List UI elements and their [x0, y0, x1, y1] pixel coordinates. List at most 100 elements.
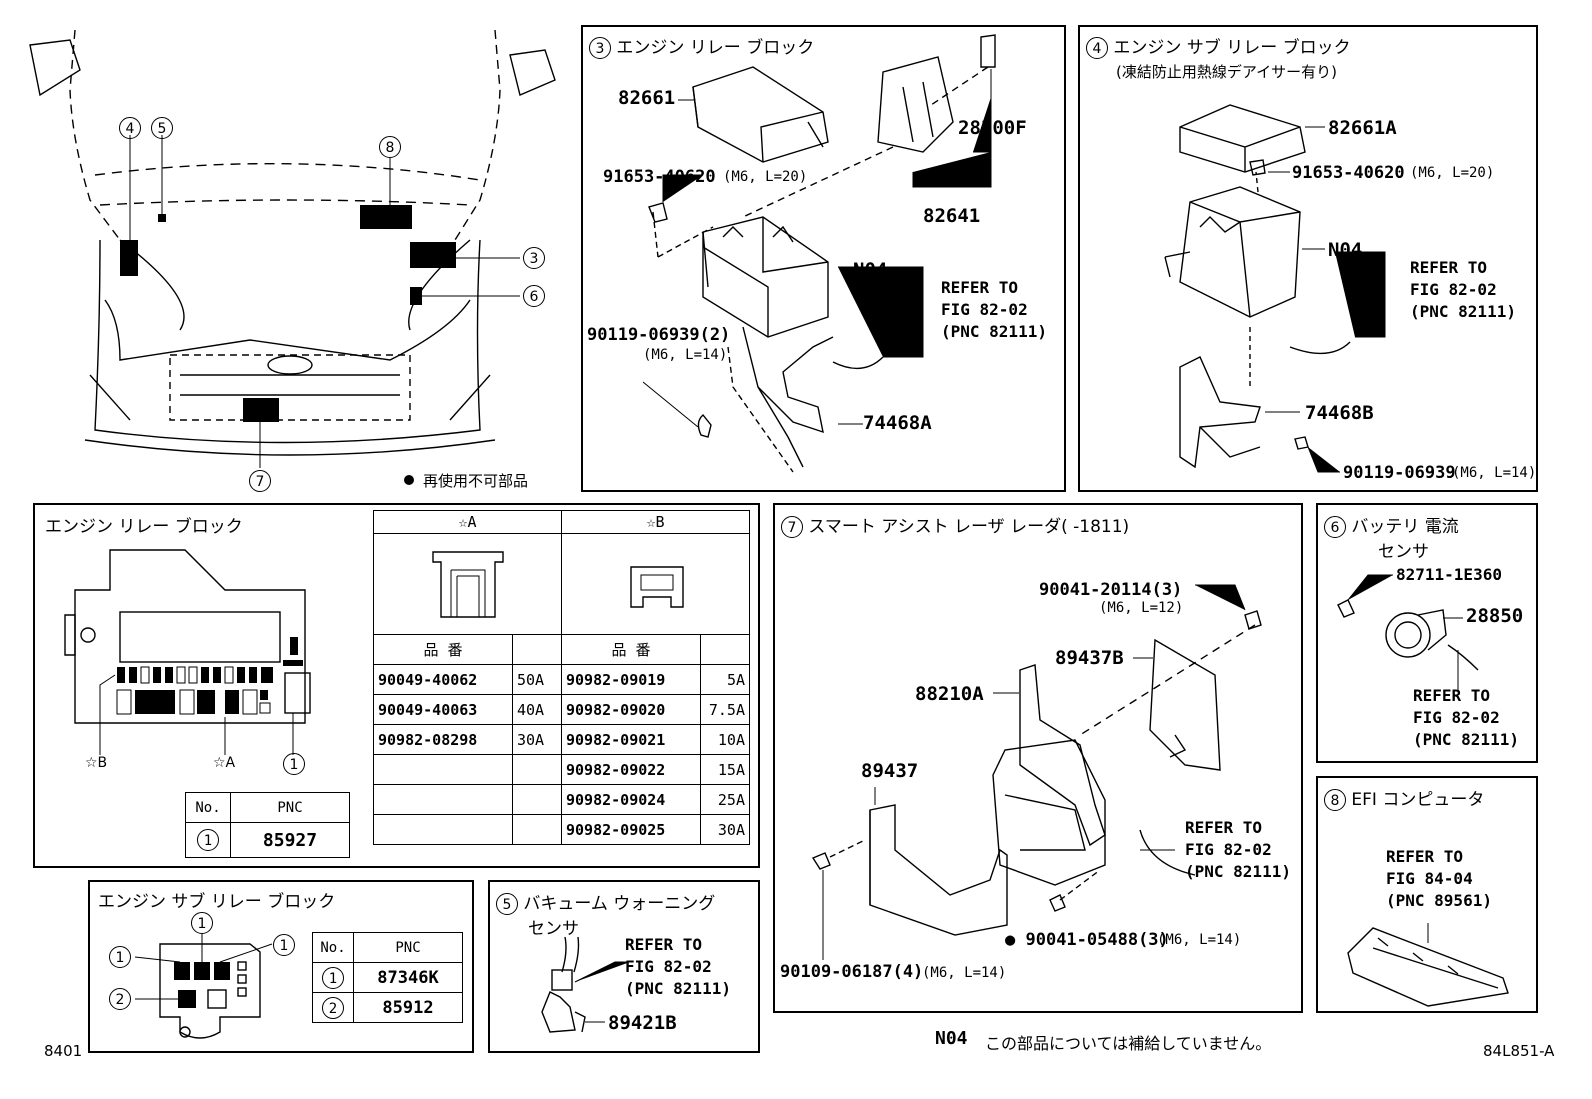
part-74468B: 74468B: [1305, 402, 1374, 424]
bolt-91653-spec: (M6, L=20): [723, 169, 808, 185]
part-82641: 82641: [923, 205, 981, 227]
bolt-90041-05488: ● 90041-05488(3): [1005, 930, 1169, 950]
marker-1: 1: [283, 753, 305, 775]
part-82661A: 82661A: [1328, 117, 1397, 139]
callout-8: 8: [379, 136, 401, 158]
callout-3: 3: [523, 247, 545, 269]
battery-sensor-drawing: [1337, 574, 1479, 690]
callout-6: 6: [523, 285, 545, 307]
bolt-90119: 90119-06939(2): [587, 325, 731, 345]
non-reusable-legend: 再使用不可部品: [423, 472, 529, 490]
panel-title: エンジン リレー ブロック: [616, 38, 815, 58]
panel-number: 3: [589, 37, 611, 59]
marker-1-left: 1: [109, 946, 131, 968]
panel-title-2: センサ: [1378, 542, 1429, 562]
callout-4: 4: [119, 117, 141, 139]
radar-drawing: [811, 584, 1262, 960]
footer-page-code: 8401: [44, 1042, 83, 1060]
col-star-a: ☆A: [373, 510, 562, 534]
col-star-b: ☆B: [561, 510, 750, 534]
panel-engine-sub-relay-block: 4 エンジン サブ リレー ブロック (凍結防止用熱線デアイサー有り): [1078, 25, 1538, 492]
bolt-90119-spec: (M6, L=14): [643, 347, 728, 363]
panel-title: スマート アシスト レーザ レーダ( -1811): [808, 517, 1130, 537]
bolt-91653: 91653-40620: [603, 167, 716, 187]
marker-star-a: ☆A: [213, 755, 236, 771]
part-N04: N04: [1328, 239, 1363, 261]
panel-number: 5: [496, 893, 518, 915]
panel-title: EFI コンピュータ: [1351, 790, 1485, 810]
panel-number: 8: [1324, 789, 1346, 811]
panel-engine-relay-block: 3 エンジン リレー ブロック: [581, 25, 1066, 492]
panel-title: バキューム ウォーニング: [523, 894, 716, 914]
panel-title: エンジン サブ リレー ブロック: [1113, 38, 1351, 58]
panel-number: 6: [1324, 516, 1346, 538]
bolt-91653: 91653-40620: [1292, 163, 1405, 183]
panel-battery-sensor: 6 バッテリ 電流 センサ 82711-1E360 28850 REFER TO…: [1316, 503, 1538, 763]
panel-relay-fuse-table: エンジン リレー ブロック: [33, 503, 760, 868]
panel-smart-assist-radar: 7 スマート アシスト レーザ レーダ( -1811): [773, 503, 1303, 1013]
fuse-a-image: [373, 533, 562, 635]
part-74468A: 74468A: [863, 412, 932, 434]
part-88210A: 88210A: [915, 683, 984, 705]
panel-title: バッテリ 電流: [1351, 517, 1459, 537]
panel-number: 7: [781, 516, 803, 538]
footer-note-code: N04: [935, 1028, 968, 1049]
part-28300F: 28300F: [958, 117, 1027, 139]
sub-table-title: エンジン サブ リレー ブロック: [98, 892, 336, 912]
part-89437: 89437: [861, 760, 919, 782]
car-drawing: [29, 29, 556, 485]
panel-title-2: センサ: [528, 919, 579, 939]
callout-5: 5: [151, 117, 173, 139]
sub-relay-schematic: [134, 934, 273, 1039]
fuse-b-image: [561, 533, 750, 635]
bolt-90109: 90109-06187(4): [780, 962, 924, 982]
bolt-90109-spec: (M6, L=14): [922, 965, 1007, 981]
marker-star-b: ☆B: [85, 755, 108, 771]
part-N04: N04: [853, 259, 888, 281]
bolt-91653-spec: (M6, L=20): [1410, 165, 1495, 181]
bolt-90119: 90119-06939: [1343, 463, 1456, 483]
relay-block-drawing: [642, 34, 996, 473]
bolt-90041-20114-spec: (M6, L=12): [1099, 600, 1184, 616]
relay-table-title: エンジン リレー ブロック: [45, 517, 243, 537]
footer-figure-code: 84L851-A: [1483, 1042, 1555, 1060]
part-82711-1E360: 82711-1E360: [1396, 565, 1502, 584]
callout-7: 7: [249, 470, 271, 492]
relay-block-schematic: [64, 549, 311, 755]
marker-1-right: 1: [273, 934, 295, 956]
bolt-90041-20114: 90041-20114(3): [1039, 580, 1183, 600]
sub-relay-drawing: [1164, 104, 1386, 473]
part-82661: 82661: [618, 87, 676, 109]
panel-number: 4: [1086, 37, 1108, 59]
bolt-90041-05488-spec: (M6, L=14): [1157, 932, 1242, 948]
part-28850: 28850: [1466, 605, 1524, 627]
marker-2: 2: [109, 988, 131, 1010]
part-89437B: 89437B: [1055, 647, 1124, 669]
footer-note: この部品については補給していません。: [985, 1034, 1272, 1053]
part-89421B: 89421B: [608, 1012, 677, 1034]
efi-drawing: [1347, 923, 1509, 1007]
pnc-85927: 85927: [230, 822, 350, 858]
bolt-90119-spec: (M6, L=14): [1452, 465, 1537, 481]
marker-1-top: 1: [191, 912, 213, 934]
